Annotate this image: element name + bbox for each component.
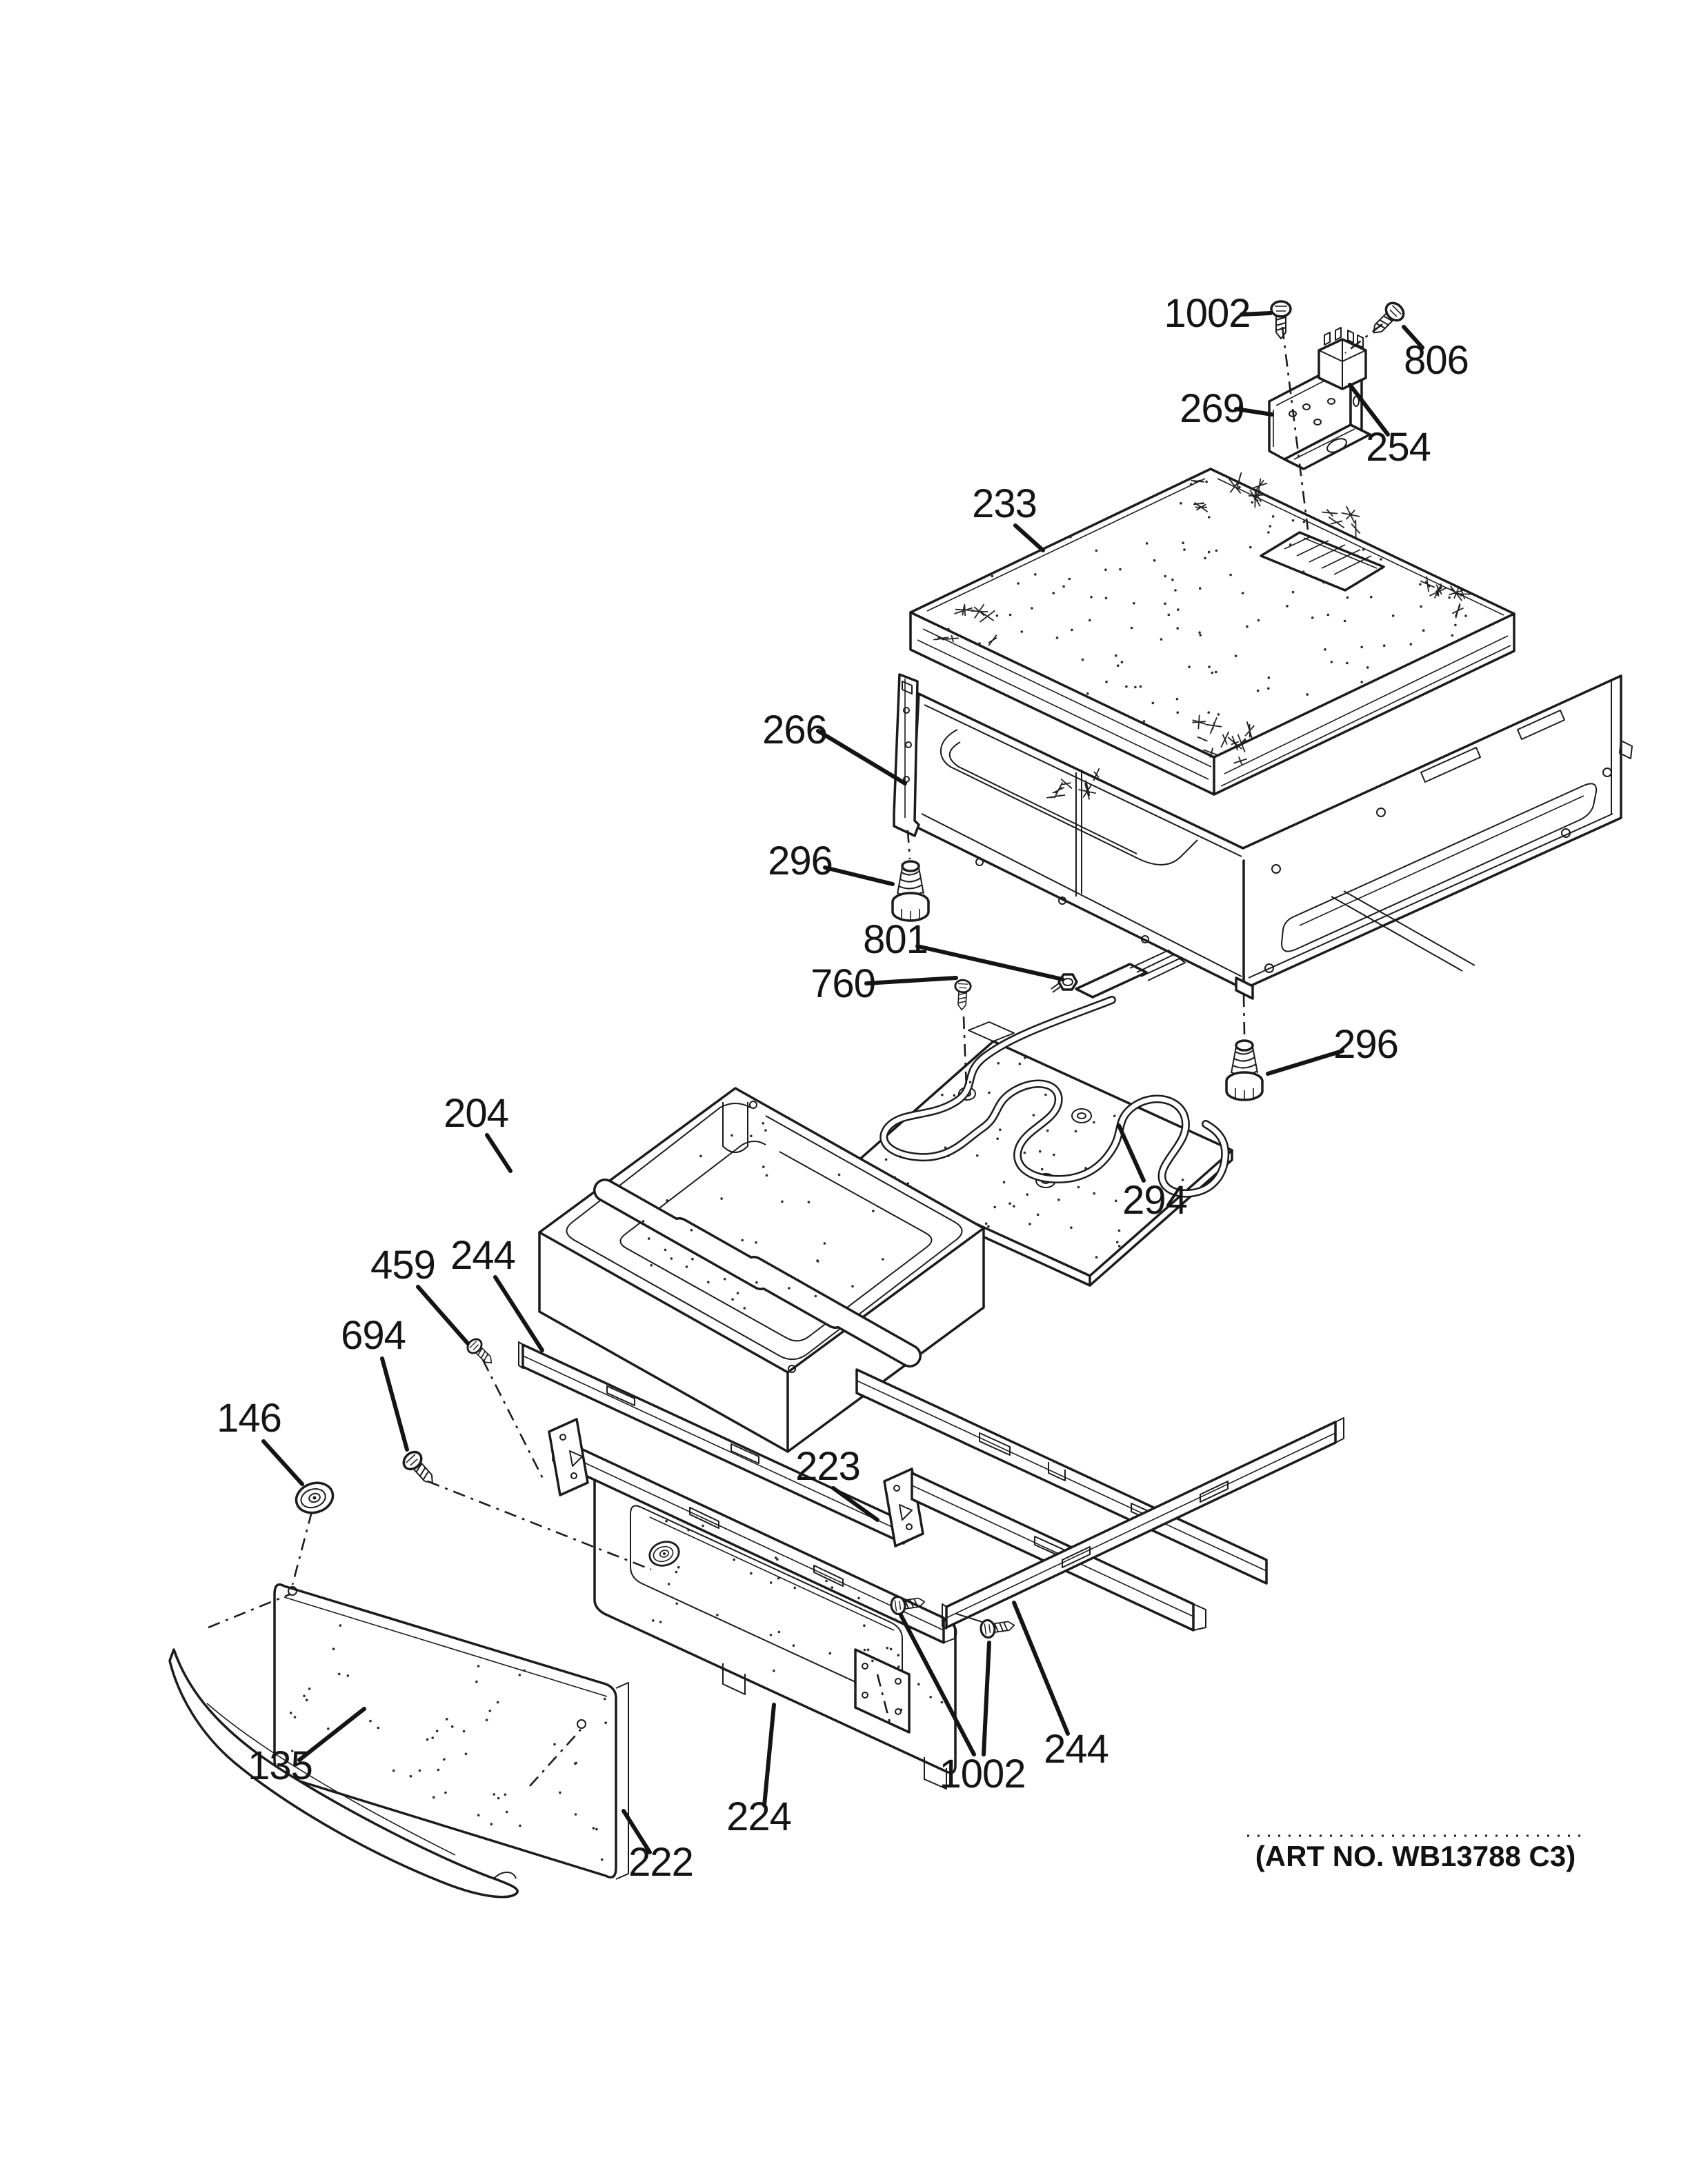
part-callout-1002-bottom: 1002 [939,1752,1025,1796]
part-callout-244-left: 244 [450,1233,515,1278]
art-number-block: (ART NO. WB13788 C3) [1247,1834,1587,1872]
leader-line-223 [831,1486,879,1522]
part-callout-233: 233 [972,481,1037,526]
slide-rail-244-right [942,1417,1344,1630]
screw-1002-bottom-right [978,1615,1017,1640]
grommet-146 [291,1476,338,1519]
screw-459 [464,1335,498,1370]
slide-rail-244-left-lower [548,1418,955,1644]
part-callout-459: 459 [370,1243,435,1288]
part-callout-294: 294 [1122,1178,1187,1223]
construction-lines [208,323,1383,1787]
leader-line-296-left [823,865,895,886]
part-callout-760: 760 [811,961,875,1006]
part-callout-244-right: 244 [1044,1727,1109,1772]
dash-line-5 [481,1359,545,1481]
dash-line-9 [529,1729,581,1787]
leader-line-801 [915,944,1064,981]
dash-line-4 [962,1016,968,1089]
part-callout-806: 806 [1404,338,1469,383]
leader-line-224 [762,1703,776,1807]
dash-line-6 [427,1480,652,1571]
leader-line-204 [485,1133,513,1173]
terminal-block-254 [1318,327,1367,390]
leader-line-244-right [1012,1601,1070,1736]
leader-line-135 [297,1707,366,1762]
drawer-chassis-223 [855,1368,1268,1632]
pan-ribs [593,1179,922,1367]
part-callout-222: 222 [628,1840,693,1885]
dash-line-1 [1344,323,1383,354]
leader-line-266 [816,729,907,785]
leader-line-233 [1013,523,1045,552]
part-callout-296-left: 296 [768,839,833,883]
part-callout-224: 224 [726,1794,791,1839]
art-number: (ART NO. WB13788 C3) [1255,1840,1575,1872]
top-fasteners-and-bracket [1268,298,1409,470]
leader-line-459 [416,1285,470,1345]
part-callout-254: 254 [1366,425,1431,470]
drawer-pan-204 [538,1087,985,1453]
body-frame-266 [893,673,1633,1000]
part-callout-223: 223 [795,1444,860,1489]
leader-line-222 [622,1809,652,1854]
leader-line-806 [1402,325,1424,350]
leader-line-269 [1234,407,1274,417]
leader-line-294 [1117,1123,1146,1183]
part-callout-266: 266 [762,708,827,752]
dash-line-2 [906,830,911,860]
leader-line-146 [261,1439,304,1486]
leveling-screw-296-right [1225,1039,1264,1101]
dash-line-10 [876,1674,891,1723]
part-callout-694: 694 [341,1313,406,1358]
part-callout-269: 269 [1180,386,1244,431]
part-callout-801: 801 [863,917,928,962]
leader-line-760 [864,976,958,985]
leader-line-694 [380,1356,409,1452]
part-callout-204: 204 [444,1091,508,1136]
leader-line-254 [1348,383,1390,437]
dash-line-0 [1281,326,1309,530]
screw-760 [953,979,973,1012]
drawer-handle-135 [168,1648,519,1899]
dash-line-7 [291,1511,313,1585]
texture-speckles [289,472,1471,1861]
leader-line-244-left [493,1275,544,1352]
drawer-front-panel-222 [273,1583,629,1880]
leader-line-1002-bottom [899,1613,976,1756]
leader-line-1002-bottom-1 [982,1641,991,1756]
leader-line-1002-top [1240,311,1273,317]
part-callout-296-right: 296 [1333,1022,1398,1067]
part-callout-135: 135 [248,1743,312,1788]
part-callout-1002-top: 1002 [1164,291,1250,336]
leveling-screw-296-left [891,860,930,922]
part-callout-146: 146 [217,1396,281,1441]
leader-line-296-right [1266,1049,1344,1076]
screw-1002-top [1270,300,1292,340]
screw-806 [1365,298,1409,341]
